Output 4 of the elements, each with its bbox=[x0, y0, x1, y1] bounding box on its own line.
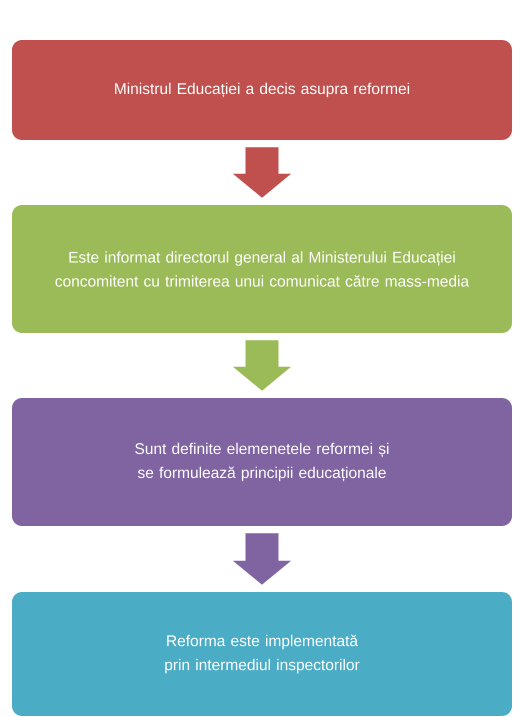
process-box: Reforma este implementată prin intermediul inspectorilor bbox=[12, 592, 512, 716]
process-box: Sunt definite elemenetele reformei și se formulează principii educaționale bbox=[12, 398, 512, 526]
process-box: Este informat directorul general al Ministerului Educației concomitent cu trimiterea unui comunicat către mass-media bbox=[12, 205, 512, 333]
process-box: Ministrul Educației a decis asupra reformei bbox=[12, 40, 512, 140]
